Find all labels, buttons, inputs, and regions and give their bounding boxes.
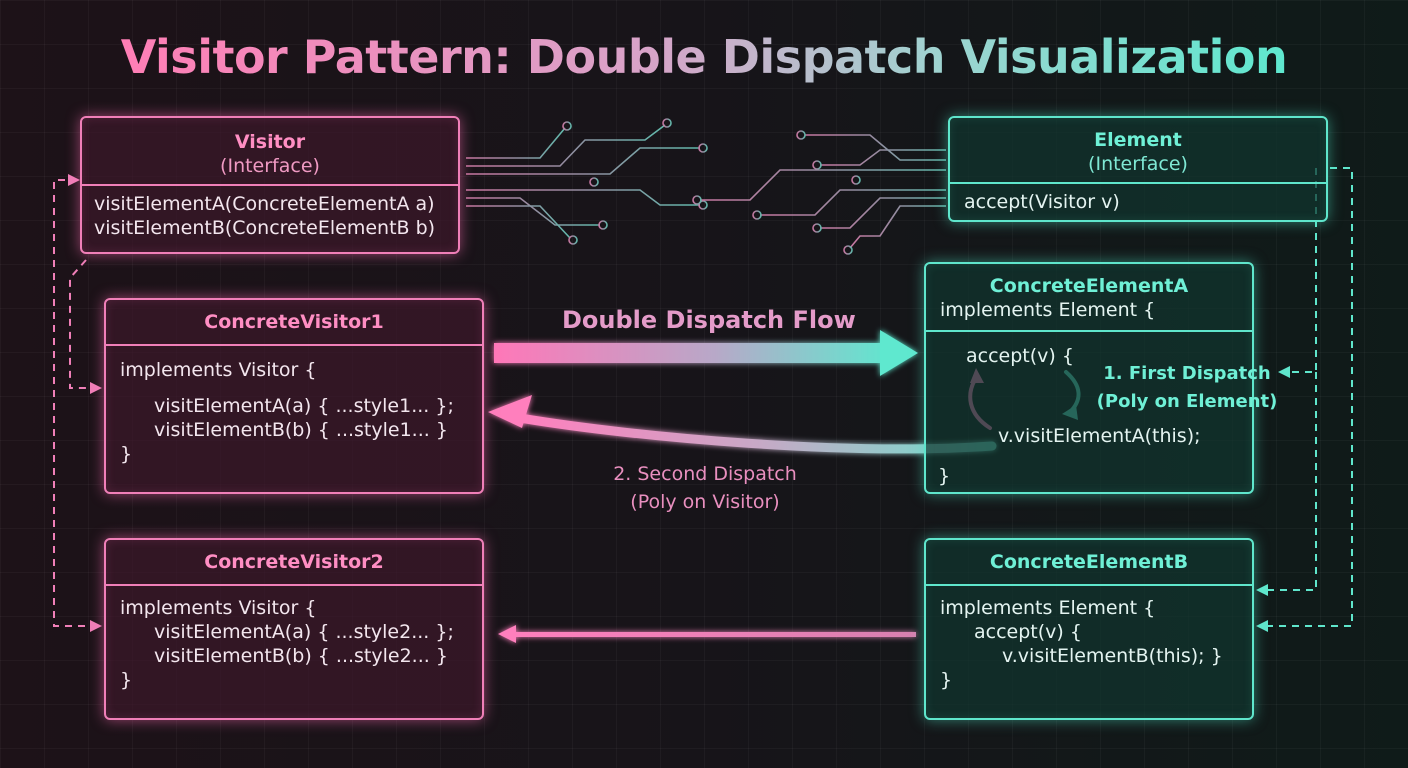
code-line: v.visitElementA(this); [998, 425, 1201, 447]
code-line: implements Visitor { [120, 597, 317, 619]
code-line: } [940, 669, 953, 691]
code-line: visitElementA(a) { ...style2... }; [154, 621, 454, 643]
code-line: v.visitElementB(this); } [1002, 645, 1223, 667]
first-dispatch-subtitle: (Poly on Element) [1096, 391, 1278, 412]
code-line: visitElementB(b) { ...style1... } [154, 419, 448, 441]
element-interface-box: Element (Interface) accept(Visitor v) [948, 116, 1328, 222]
visitor-divider [82, 184, 458, 186]
code-line: visitElementB(b) { ...style2... } [154, 645, 448, 667]
code-line: implements Element { [940, 597, 1156, 619]
code-line: } [120, 443, 133, 465]
visitor-method: visitElementB(ConcreteElementB b) [94, 217, 436, 239]
visitor-interface-stereotype: (Interface) [220, 155, 320, 177]
concrete-element-a-name: ConcreteElementA [989, 275, 1189, 297]
second-dispatch-title: 2. Second Dispatch [613, 463, 797, 485]
first-dispatch-label: 1. First Dispatch (Poly on Element) [1090, 360, 1284, 416]
code-line: } [120, 669, 133, 691]
visitor-interface-name: Visitor [234, 131, 306, 153]
concrete-visitor1-box: ConcreteVisitor1 implements Visitor { vi… [104, 298, 484, 494]
concrete-visitor1-divider [106, 344, 482, 346]
concrete-element-b-name: ConcreteElementB [989, 551, 1189, 573]
visitor-interface-box: Visitor (Interface) visitElementA(Concre… [80, 116, 460, 254]
second-dispatch-label: 2. Second Dispatch (Poly on Visitor) [590, 460, 820, 516]
element-divider [950, 182, 1326, 184]
page-title: Visitor Pattern: Double Dispatch Visuali… [120, 30, 1288, 84]
visitor-arrowheads [68, 174, 102, 632]
visitor-implementation-lines [53, 179, 92, 627]
code-line: accept(v) { [966, 345, 1074, 367]
code-line: accept(v) { [974, 621, 1082, 643]
visitor-method: visitElementA(ConcreteElementA a) [94, 193, 435, 215]
concrete-element-a-divider [926, 330, 1252, 332]
element-method: accept(Visitor v) [964, 191, 1120, 213]
element-interface-name: Element [1094, 129, 1182, 151]
double-dispatch-flow-arrow [494, 330, 918, 376]
element-interface-stereotype: (Interface) [1088, 153, 1188, 175]
element-arrowheads [1256, 366, 1290, 632]
concrete-visitor1-name: ConcreteVisitor1 [204, 311, 384, 333]
second-dispatch-subtitle: (Poly on Visitor) [630, 491, 780, 513]
circuit-traces [466, 118, 946, 255]
concrete-element-a-box: ConcreteElementA implements Element { ac… [924, 262, 1254, 494]
element-b-dispatch-arrow [498, 625, 916, 643]
flow-label: Double Dispatch Flow [562, 306, 856, 334]
concrete-element-b-box: ConcreteElementB implements Element { ac… [924, 538, 1254, 720]
code-line: visitElementA(a) { ...style1... }; [154, 395, 454, 417]
code-line: } [938, 465, 951, 487]
concrete-element-b-divider [926, 584, 1252, 586]
concrete-visitor2-box: ConcreteVisitor2 implements Visitor { vi… [104, 538, 484, 720]
concrete-visitor2-divider [106, 584, 482, 586]
element-implementation-lines [1266, 167, 1353, 627]
concrete-visitor2-name: ConcreteVisitor2 [204, 551, 384, 573]
second-dispatch-arrow [488, 395, 997, 454]
concrete-element-a-implements: implements Element { [940, 299, 1156, 321]
first-dispatch-title: 1. First Dispatch [1103, 363, 1271, 384]
code-line: implements Visitor { [120, 359, 317, 381]
